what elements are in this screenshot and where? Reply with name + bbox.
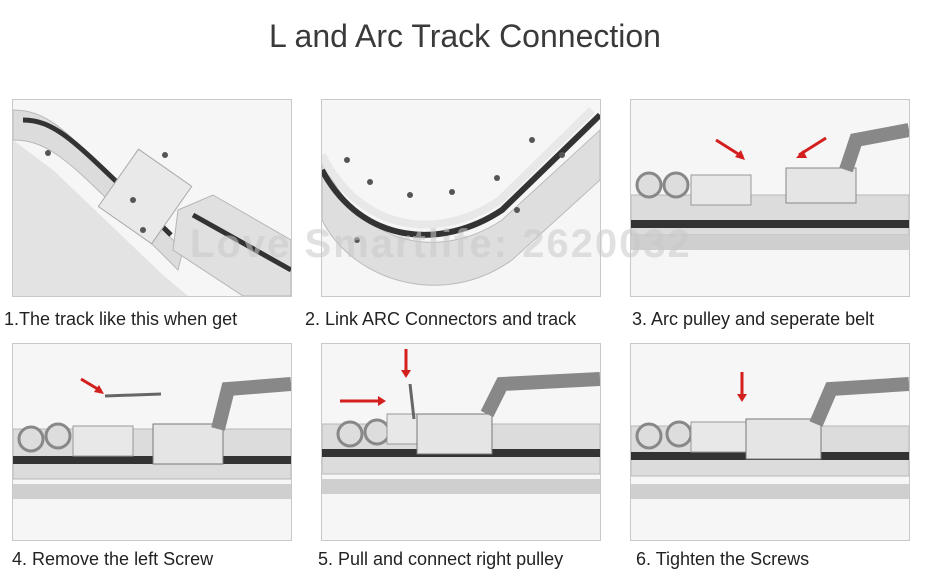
step-4-caption: 4. Remove the left Screw [12,549,214,569]
step-4-image [12,343,292,541]
step-2-image [321,99,601,297]
step-5-image [321,343,601,541]
step-6-caption: 6. Tighten the Screws [636,549,810,569]
step-6-image [630,343,910,541]
step-1-caption: 1.The track like this when get [4,309,238,329]
step-3-image [630,99,910,297]
step-3-caption: 3. Arc pulley and seperate belt [632,309,875,329]
step-5-caption: 5. Pull and connect right pulley [318,549,564,569]
step-1-image [12,99,292,297]
step-2-caption: 2. Link ARC Connectors and track [305,309,577,329]
page-title: L and Arc Track Connection [269,18,661,54]
